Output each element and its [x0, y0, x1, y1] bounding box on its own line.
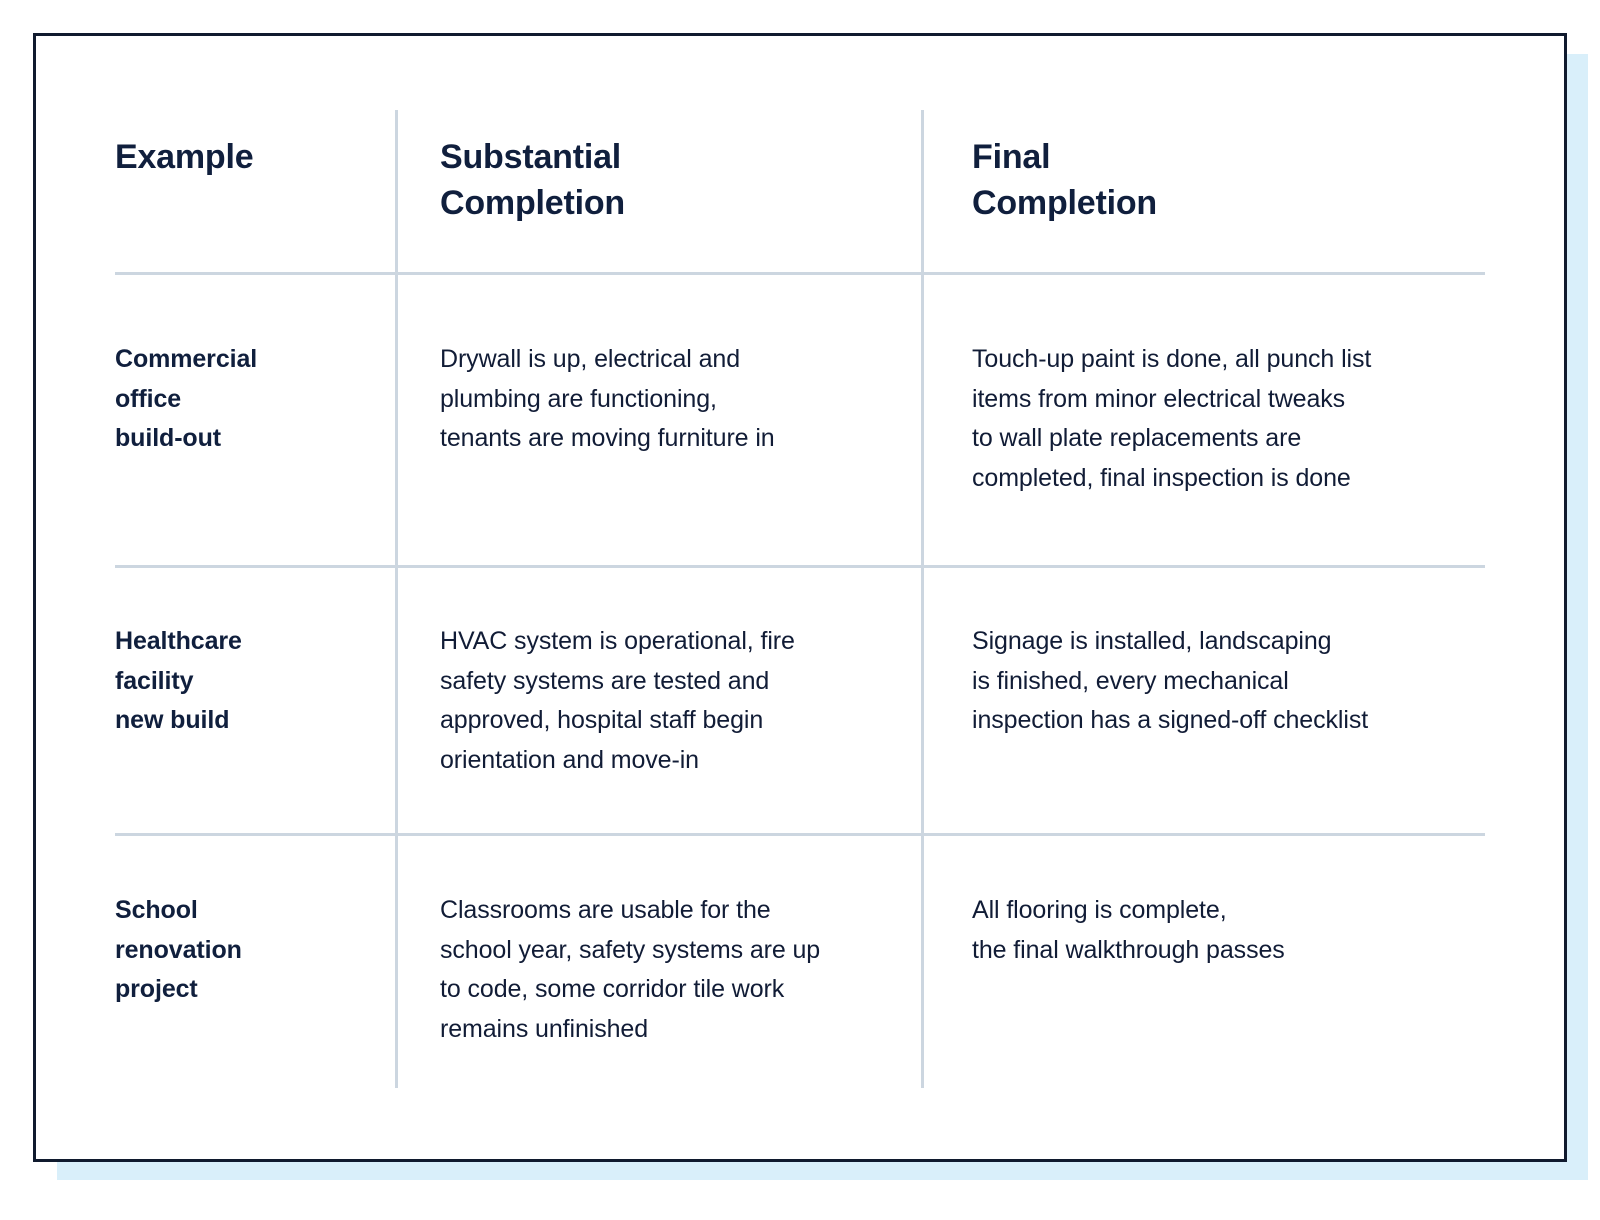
column-divider-2 — [921, 110, 924, 1088]
cell-substantial-commercial-office-build-out: Drywall is up, electrical and plumbing a… — [440, 345, 775, 452]
row-label-school-renovation-project: School renovation project — [115, 896, 242, 1003]
row-label-commercial-office-build-out: Commercial office build-out — [115, 345, 258, 452]
cell-substantial-school-renovation-project: Classrooms are usable for the school yea… — [440, 896, 821, 1043]
row-divider-header — [115, 272, 1485, 275]
comparison-card: Example Substantial Completion Final Com… — [33, 33, 1567, 1162]
column-divider-1 — [395, 110, 398, 1088]
row-divider-1 — [115, 565, 1485, 568]
cell-final-commercial-office-build-out: Touch-up paint is done, all punch list i… — [972, 345, 1372, 492]
cell-final-school-renovation-project: All flooring is complete, the final walk… — [972, 896, 1285, 964]
column-header-substantial-completion: Substantial Completion — [440, 138, 625, 223]
cell-final-healthcare-facility-new-build: Signage is installed, landscaping is fin… — [972, 627, 1369, 734]
row-divider-2 — [115, 833, 1485, 836]
cell-substantial-healthcare-facility-new-build: HVAC system is operational, fire safety … — [440, 627, 795, 774]
column-header-example: Example — [115, 138, 254, 176]
column-header-final-completion: Final Completion — [972, 138, 1157, 223]
completion-comparison-table: Example Substantial Completion Final Com… — [36, 36, 1564, 1159]
row-label-healthcare-facility-new-build: Healthcare facility new build — [115, 627, 242, 734]
